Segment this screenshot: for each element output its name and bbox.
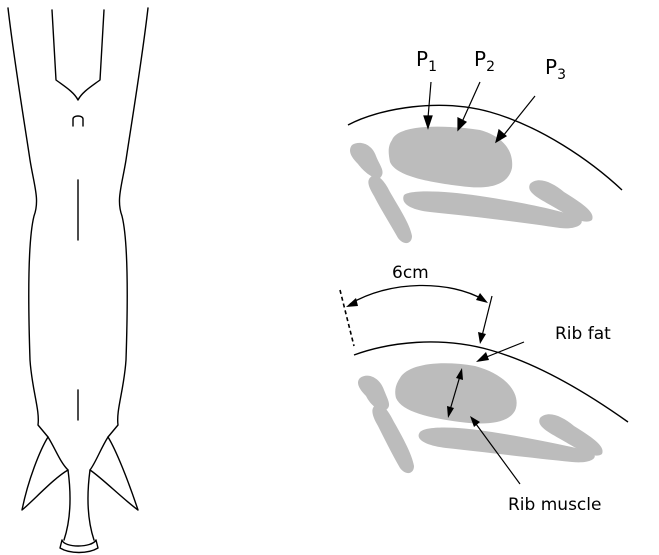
carcass-left-inner-leg: [48, 437, 68, 470]
rib-fat-arrow-head: [476, 352, 489, 362]
arrow-p1-head: [424, 116, 432, 128]
carcass-hoof: [60, 540, 98, 553]
distance-arc-head-right: [476, 293, 488, 303]
tissue-group-top: [350, 127, 593, 244]
rib-shape-top-vertical: [368, 176, 412, 243]
carcass-right-inner-leg: [90, 437, 108, 470]
distance-arc-head-left: [346, 298, 358, 307]
label-p3: P3: [545, 55, 566, 83]
carcass-neck-v: [52, 10, 104, 100]
arrow-p3-shaft: [503, 96, 535, 136]
midline-dashed: [340, 290, 354, 346]
arrow-p1-shaft: [428, 82, 431, 118]
tissue-group-bottom: [358, 363, 603, 473]
rib-muscle-shape-bottom: [395, 363, 516, 423]
cross-section-bottom: 6cm Rib fat Rib muscle: [340, 263, 628, 515]
arrow-p3-head: [496, 130, 506, 142]
distance-label: 6cm: [392, 263, 429, 283]
carcass-outline: [8, 8, 148, 553]
rib-fat-label: Rib fat: [555, 324, 611, 344]
distance-arc: [350, 285, 484, 304]
rib-muscle-label: Rib muscle: [508, 495, 601, 515]
rib-shape-top-left: [350, 143, 383, 178]
measurement-point-arrow-head: [478, 332, 486, 344]
label-p1: P1: [416, 47, 437, 75]
cross-section-top: P1 P2 P3: [348, 47, 622, 243]
arrow-p2-shaft: [462, 82, 480, 122]
rib-shape-bottom-left: [358, 376, 389, 411]
label-p2: P2: [474, 47, 495, 75]
rib-muscle-shape-top: [389, 127, 513, 188]
carcass-small-arch: [73, 116, 83, 126]
rib-shape-bottom-vertical: [372, 404, 414, 473]
carcass-right-contour: [88, 8, 148, 540]
